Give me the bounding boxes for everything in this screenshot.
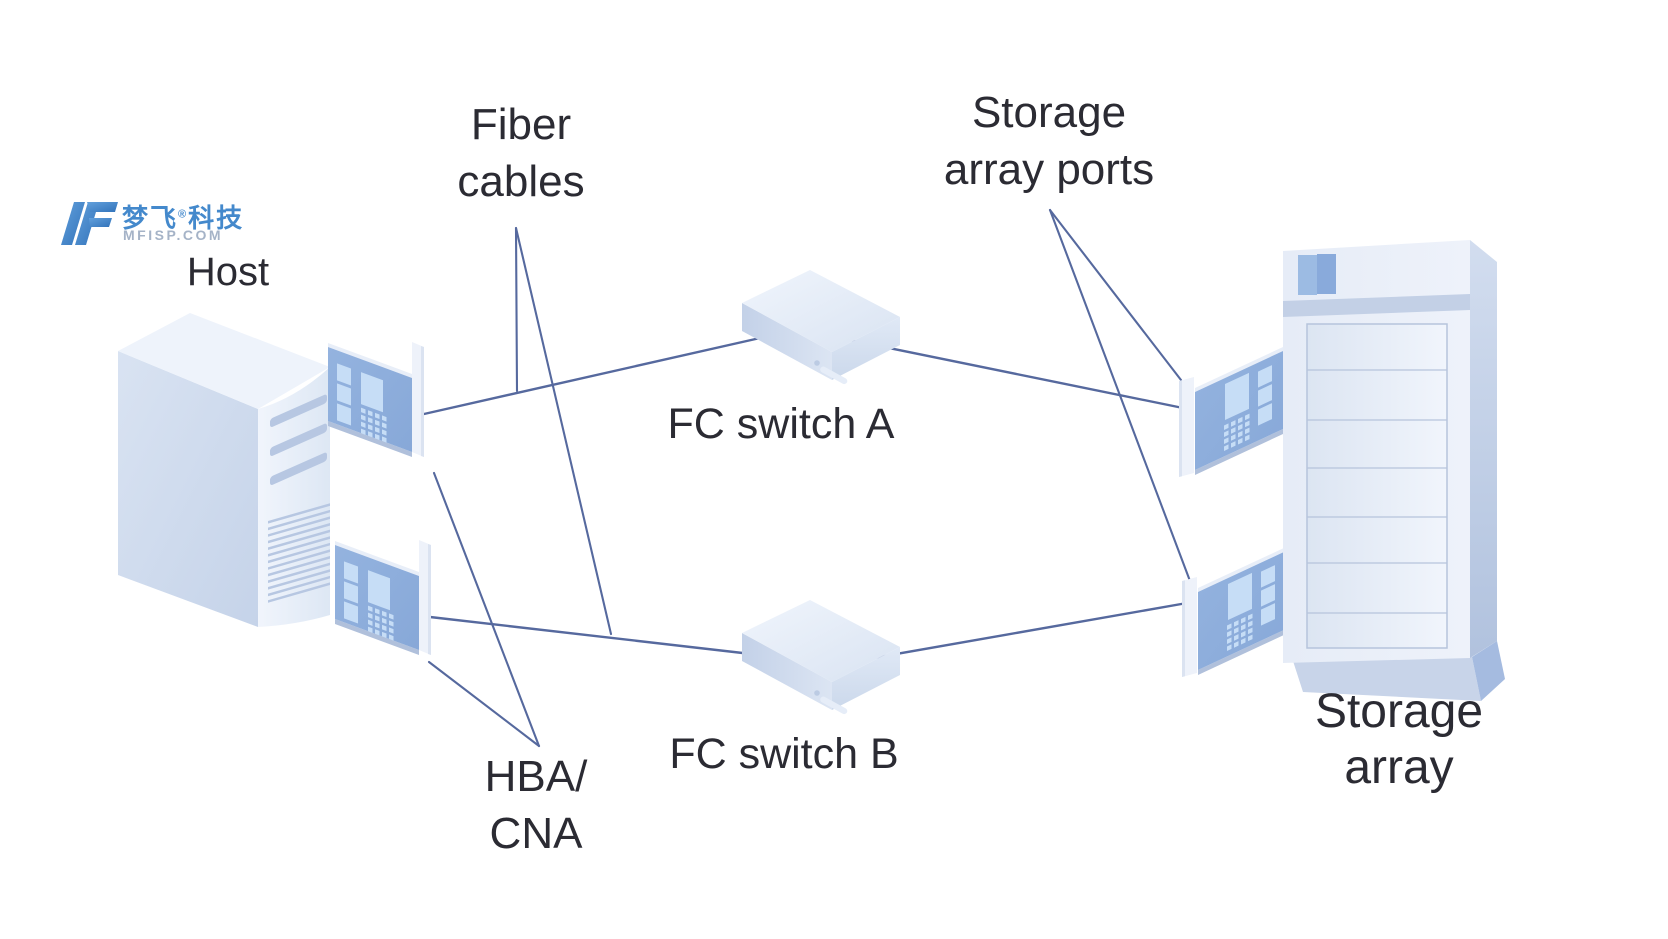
pedestal-side <box>1472 641 1505 701</box>
mf-logo-icon <box>61 202 118 245</box>
cabinet-band <box>1283 294 1470 317</box>
pointer-fiber-2 <box>514 226 613 636</box>
brand-logo: 梦飞®科技 MFISP.COM <box>60 198 280 248</box>
cable-switchA-port1 <box>838 336 1185 410</box>
drive-shelf-panel <box>1306 323 1448 649</box>
shelf-divider-lines <box>1307 369 1447 614</box>
cables-and-pointers <box>422 208 1192 748</box>
cabinet-blue-square <box>1298 255 1317 295</box>
pointer-ports-1 <box>1048 208 1183 382</box>
cabinet-side <box>1470 240 1497 658</box>
pointer-fiber-1 <box>514 226 519 393</box>
storage-array-icon <box>1283 240 1505 701</box>
pointer-ports-2 <box>1048 208 1192 583</box>
cable-hba1-switchA <box>422 336 762 416</box>
tower-vent-bars <box>270 394 327 485</box>
storage-array-label: Storage array <box>1314 685 1484 794</box>
cable-hba2-switchB <box>428 615 762 657</box>
storage-array-ports-label: Storage array ports <box>943 88 1155 194</box>
hba-card-2-icon <box>335 540 431 655</box>
hba-cna-label: HBA/ CNA <box>484 752 588 858</box>
callout-pointers <box>427 208 1192 748</box>
pointer-hba-1 <box>432 471 541 748</box>
fiber-cables-label: Fiber cables <box>457 100 585 206</box>
pointer-hba-2 <box>427 660 541 748</box>
fc-switch-b-icon <box>742 600 900 716</box>
host-label: Host <box>186 250 270 294</box>
brand-domain: MFISP.COM <box>123 227 224 243</box>
cable-switchB-port2 <box>843 601 1189 665</box>
hba-card-1-icon <box>328 342 424 457</box>
host-server-icon <box>118 313 330 627</box>
pedestal-front <box>1293 657 1481 701</box>
fc-switch-a-label: FC switch A <box>667 400 895 448</box>
tower-vent-grill <box>268 503 330 603</box>
fc-switch-a-icon <box>742 270 900 386</box>
storage-port-2-icon <box>1182 547 1286 677</box>
fc-switch-b-label: FC switch B <box>669 730 899 778</box>
brand-name: 梦飞®科技 <box>122 203 245 233</box>
storage-port-1-icon <box>1179 347 1283 477</box>
registered-mark: ® <box>178 208 189 221</box>
